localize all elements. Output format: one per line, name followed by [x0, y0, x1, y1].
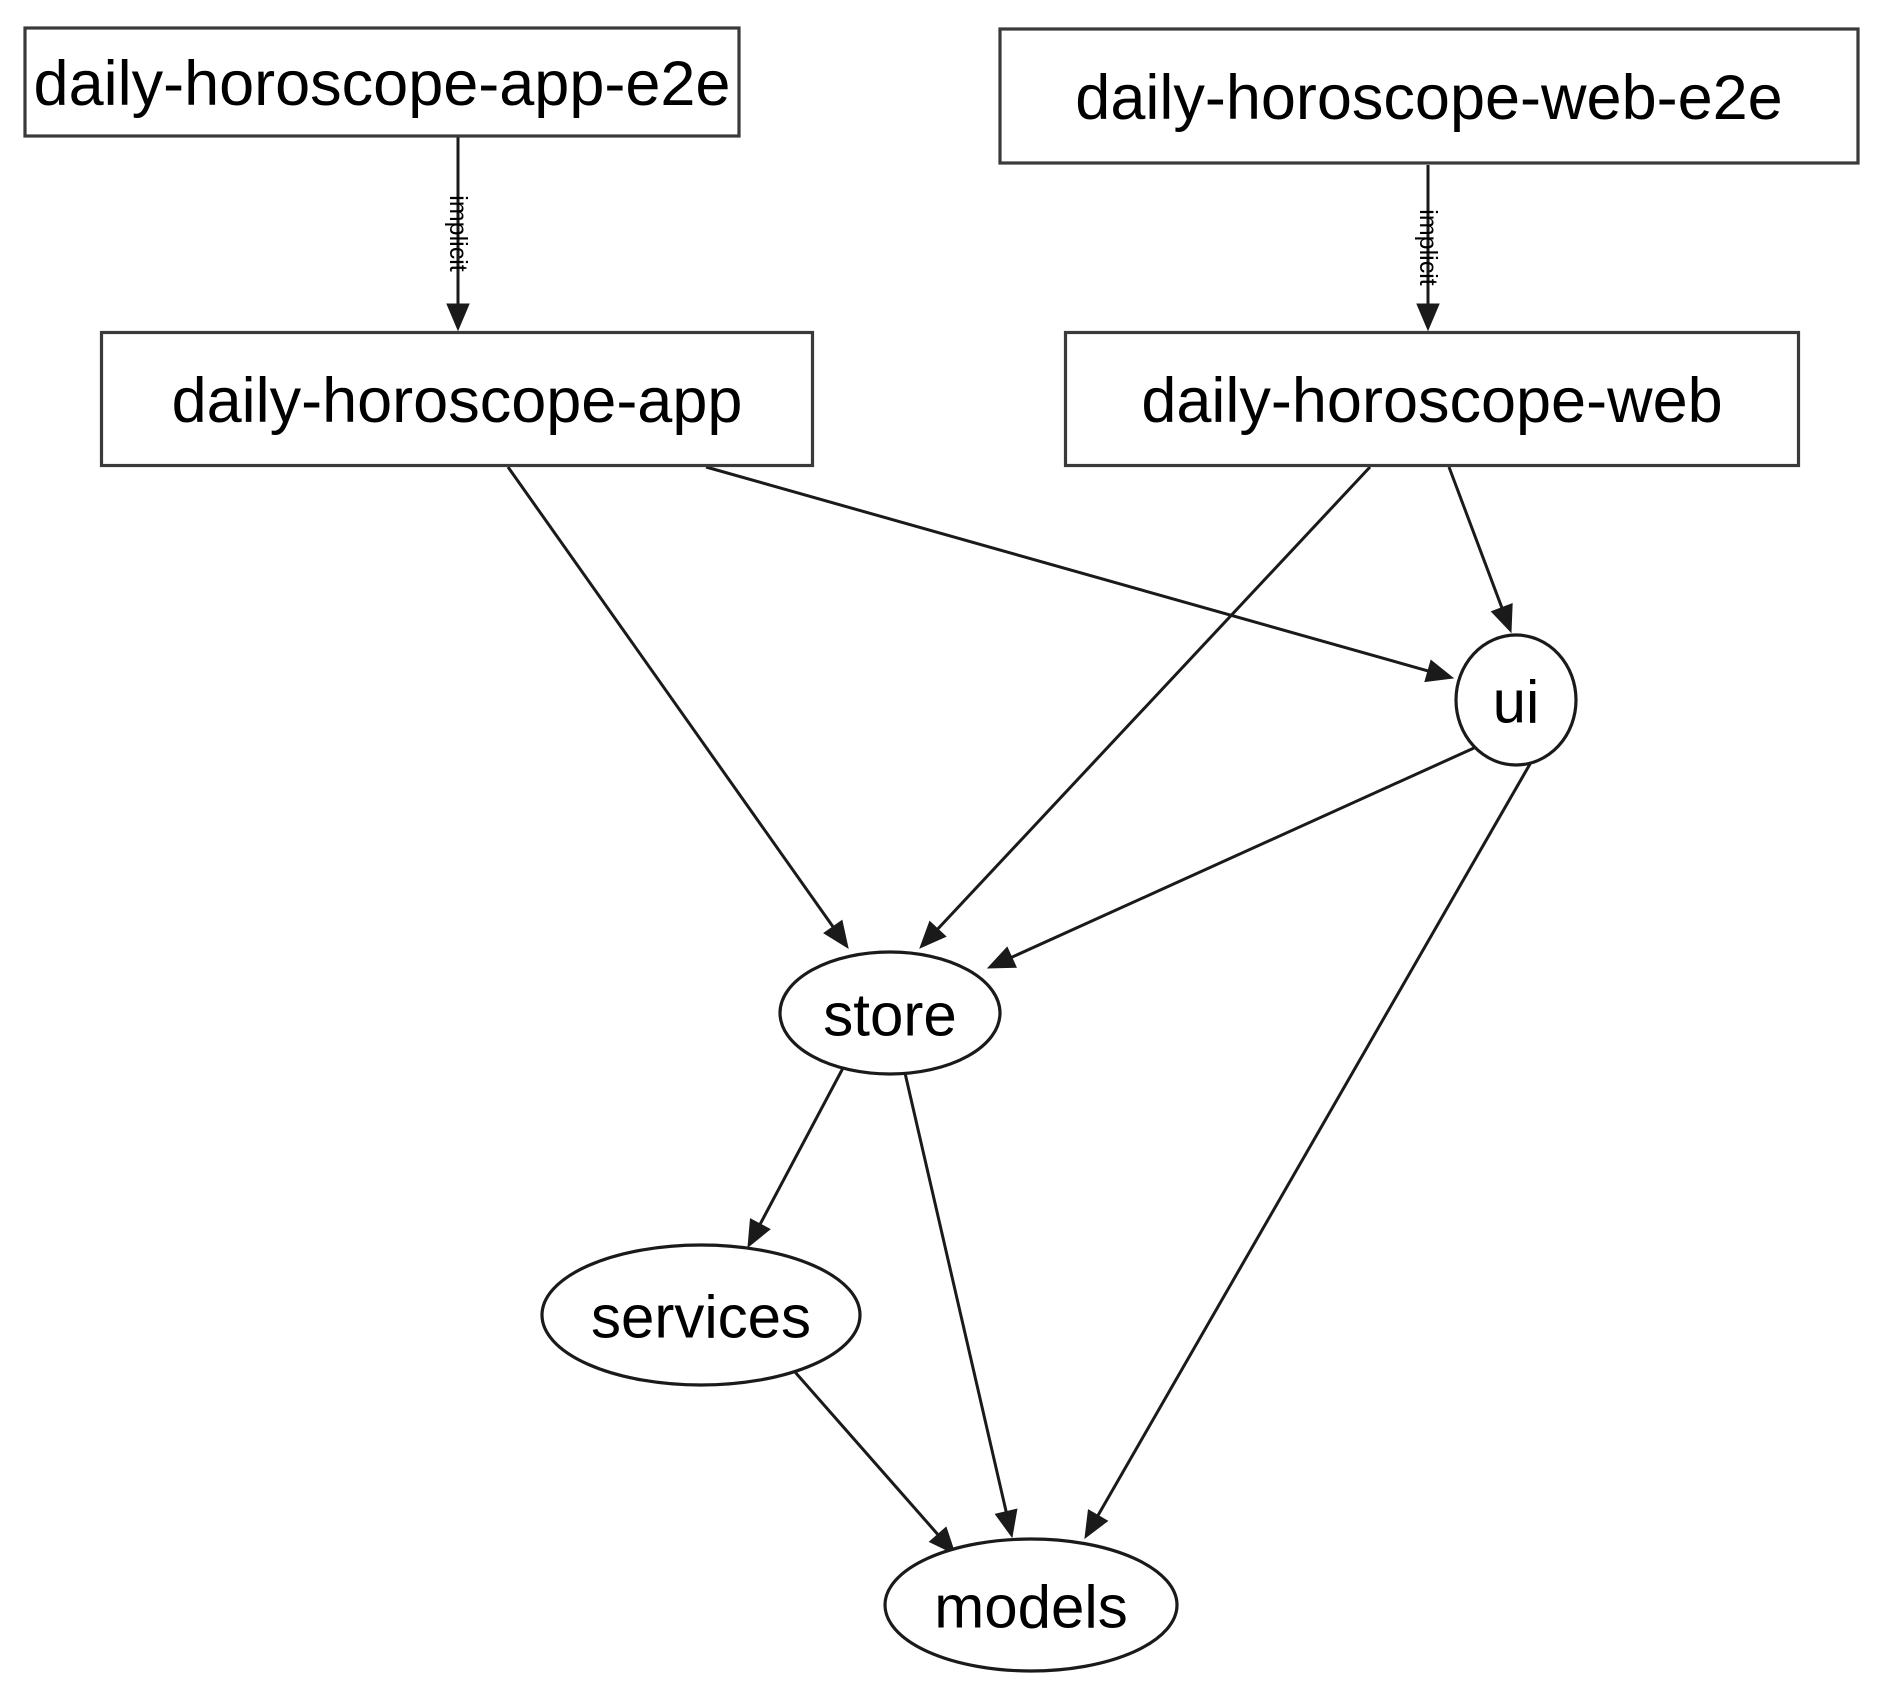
- edge-line: [506, 466, 835, 928]
- graph-edge-daily-horoscope-web-to-store: [919, 465, 1372, 949]
- edge-line: [793, 1371, 939, 1536]
- graph-node-daily-horoscope-app-e2e[interactable]: daily-horoscope-app-e2e: [23, 26, 741, 138]
- graph-edge-ui-to-store: [986, 746, 1475, 969]
- node-shape-ellipse[interactable]: [540, 1243, 862, 1387]
- edge-label-implicit: implicit: [1414, 209, 1442, 285]
- arrowhead-icon: [1416, 303, 1440, 332]
- arrowhead-icon: [1424, 659, 1455, 683]
- edge-line: [758, 1067, 845, 1225]
- node-shape-rect[interactable]: [99, 330, 815, 468]
- graph-edge-daily-horoscope-app-e2e-to-daily-horoscope-app: implicit: [444, 137, 472, 332]
- edges-layer: implicit implicit: [444, 137, 1532, 1555]
- arrowhead-icon: [986, 946, 1017, 969]
- edge-label-implicit: implicit: [444, 195, 472, 271]
- arrowhead-icon: [747, 1218, 771, 1249]
- node-label: daily-horoscope-app: [172, 366, 743, 436]
- node-label: models: [934, 1574, 1127, 1641]
- edge-line: [1447, 466, 1504, 609]
- edge-line: [903, 1072, 1008, 1513]
- node-label: daily-horoscope-web-e2e: [1075, 63, 1782, 133]
- arrowhead-icon: [1084, 1509, 1109, 1540]
- arrowhead-icon: [928, 1526, 956, 1555]
- edge-line: [705, 465, 1429, 673]
- graph-edge-ui-to-models: [1084, 763, 1532, 1540]
- node-shape-ellipse[interactable]: [778, 950, 1002, 1076]
- edge-line: [936, 465, 1372, 931]
- node-shape-ellipse[interactable]: [1454, 633, 1578, 767]
- graph-node-models[interactable]: models: [883, 1537, 1179, 1673]
- graph-node-daily-horoscope-web-e2e[interactable]: daily-horoscope-web-e2e: [998, 27, 1860, 165]
- graph-node-store[interactable]: store: [778, 950, 1002, 1076]
- graph-node-services[interactable]: services: [540, 1243, 862, 1387]
- graph-edge-daily-horoscope-web-e2e-to-daily-horoscope-web: implicit: [1414, 165, 1442, 332]
- node-label: ui: [1493, 669, 1540, 736]
- arrowhead-icon: [1490, 603, 1513, 634]
- graph-edge-daily-horoscope-web-to-ui: [1447, 466, 1513, 634]
- node-shape-ellipse[interactable]: [883, 1537, 1179, 1673]
- nodes-layer: daily-horoscope-app-e2e daily-horoscope-w…: [23, 26, 1860, 1673]
- graph-edge-store-to-services: [747, 1067, 845, 1249]
- node-label: store: [823, 982, 956, 1049]
- arrowhead-icon: [994, 1508, 1018, 1539]
- graph-edge-daily-horoscope-app-to-store: [506, 466, 849, 950]
- arrowhead-icon: [823, 919, 849, 950]
- node-label: services: [591, 1284, 811, 1351]
- arrowhead-icon: [446, 303, 470, 332]
- node-label: daily-horoscope-web: [1141, 366, 1722, 436]
- graph-edge-store-to-models: [903, 1072, 1018, 1539]
- graph-node-ui[interactable]: ui: [1454, 633, 1578, 767]
- graph-edge-services-to-models: [793, 1371, 956, 1555]
- node-shape-rect[interactable]: [1063, 330, 1801, 468]
- edge-line: [1096, 763, 1532, 1517]
- graph-node-daily-horoscope-web[interactable]: daily-horoscope-web: [1063, 330, 1801, 468]
- graph-edge-daily-horoscope-app-to-ui: [705, 465, 1455, 683]
- node-shape-rect[interactable]: [23, 26, 741, 138]
- node-shape-rect[interactable]: [998, 27, 1860, 165]
- arrowhead-icon: [919, 920, 947, 949]
- graph-node-daily-horoscope-app[interactable]: daily-horoscope-app: [99, 330, 815, 468]
- edge-line: [1011, 746, 1475, 959]
- node-label: daily-horoscope-app-e2e: [34, 49, 731, 119]
